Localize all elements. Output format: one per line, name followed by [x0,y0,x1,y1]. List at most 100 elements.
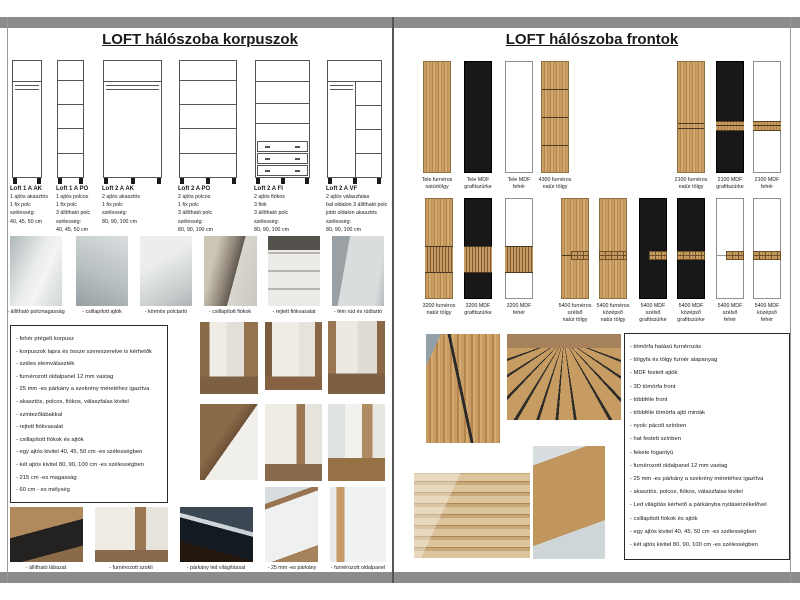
front-panel-2100-furneros [677,61,705,173]
front-label: 5400 MDF szélső grafitszürke [639,303,667,324]
photo-soft-close-hinge [76,236,128,306]
front-label: 2100 MDF grafitszürke [716,177,744,191]
front-panel-3200-furneros [425,198,453,299]
bullet-item: - egy ajtós kivitel 40, 45, 50 cm -es sz… [630,528,757,535]
bullet-item: - rejtett fiókvasalat [16,424,64,431]
front-panel-5400-furneros-kozepso [599,198,627,299]
drawer [257,165,308,176]
bullet-item: - fehér prégelt korpusz [16,336,74,342]
front-panel-5400-mdf-kozepso-grafitszurke [677,198,705,299]
front-label: 2100 furnéros natúr tölgy [674,177,708,191]
front-panel-2100-mdf-feher [753,61,781,173]
front-features-box: - tömörfa hatású furnérozás- tölgyfa és … [624,333,790,560]
cabinet-feet [104,178,161,184]
cabinet-label: Loft 2 A AK 2 ajtós akasztós 1 fix polc … [102,186,140,225]
drawer-stack [257,141,308,176]
bullet-item: - egy ajtós kivitel 40, 45, 50 cm -es sz… [16,449,143,456]
photo-adjustable-shelf [10,236,62,306]
front-panel-5400-mdf-szelso-feher [716,198,744,299]
photo-wardrobe-drawers-open [328,321,385,394]
bottom-caption: - furnérozott szokli [109,565,153,571]
bullet-item: - többféle tömörfa ajtó minták [630,410,706,417]
cabinet-label: Loft 2 A PO 2 ajtós polcos 1 fix polc 3 … [178,186,214,233]
bottom-caption: - párkány led világítással [186,565,246,571]
cabinet-diagram-loft-2-a-vf [327,60,382,178]
photo-metal-rod-holder [332,236,384,306]
front-panel-5400-furneros-szelso [561,198,589,299]
cabinet-feet [58,178,83,184]
feature-caption: - körmös polctartó [144,309,188,315]
bullet-item: - többféle front [630,396,668,403]
bullet-item: - két ajtós kivitel 80, 90, 100 cm -es s… [630,542,758,549]
front-label: 5400 furnéros szélső natúr tölgy [558,303,592,324]
bullet-item: - hat festett színben [630,436,681,443]
front-label: 5400 MDF középső fehér [754,303,780,324]
feature-caption: - fém rúd és rúdtartó [334,309,382,315]
feature-caption: - csillapított ajtók [82,309,122,315]
photo-front-fan-pattern [507,334,621,420]
drawer [257,141,308,152]
photo-veneered-side-panel [330,487,386,562]
left-page-edge [7,17,8,583]
photo-hidden-drawer-slide [268,236,320,306]
bottom-caption: - állítható lábazat [25,565,67,571]
right-page-title: LOFT hálószoba frontok [505,31,679,48]
front-panel-5400-mdf-szelso-grafitszurke [639,198,667,299]
right-page-edge [790,17,791,583]
bullet-item: - 25 mm -es párkány a szekrény méretéhez… [630,476,764,483]
photo-front-woodgrain-doors [414,473,530,558]
cabinet-label: Loft 1 A PO 1 ajtós polcos 1 fix polc 3 … [56,186,91,233]
bullet-item: - 3D tömörfa front [630,383,676,390]
cabinet-diagram-loft-2-a-ak [103,60,162,178]
bullet-item: - 215 cm -es magasság [16,474,77,481]
bullet-item: - furnérozott oldalpanel 12 mm vastag [630,462,728,469]
front-label: Tele MDF grafitszürke [464,177,492,191]
photo-front-door-handle-detail [426,334,500,443]
front-label: 5400 furnéros középső natúr tölgy [596,303,630,324]
front-panel-2100-mdf-grafitszurke [716,61,744,173]
feature-caption: - csillapított fiókok [208,309,252,315]
photo-soft-close-drawers [204,236,257,306]
front-panel-3200-mdf-feher [505,198,533,299]
front-label: 3200 MDF fehér [506,303,532,317]
photo-tall-open-wardrobe [265,404,322,481]
photo-claw-shelf-support [140,236,192,306]
bullet-item: - két ajtós kivitel 80, 90, 100 cm -es s… [16,461,144,468]
front-panel-4300-furneros [541,61,569,173]
bullet-item: - széles elemválaszték [16,361,75,368]
bullet-item: - szintezőlábakkal [16,411,63,418]
cabinet-feet [256,178,309,184]
bullet-item: - Led világítás kérhető a párkányba nyit… [630,502,767,509]
drawer [257,153,308,164]
front-panel-tele-mdf-grafitszurke [464,61,492,173]
front-label: 5400 MDF középső grafitszürke [677,303,705,324]
front-label: Tele furnéros natúrtölgy [421,177,453,191]
cabinet-feet [13,178,41,184]
front-panel-3200-mdf-grafitszurke [464,198,492,299]
photo-wardrobe-shelves-drawers [265,322,322,390]
cabinet-diagram-loft-2-a-po [179,60,237,178]
korpusz-features-box: - fehér prégelt korpusz- korpuszok lapra… [10,325,168,503]
cabinet-label: Loft 1 A AK 1 ajtós akasztós 1 fix polc … [10,186,48,225]
fixed-shelf-line [13,81,41,82]
cabinet-feet [180,178,236,184]
bullet-item: - csillapított fiókok és ajtók [630,515,698,522]
photo-25mm-cornice [265,487,318,562]
front-panel-5400-mdf-kozepso-feher [753,198,781,299]
cabinet-label: Loft 2 A VF 2 ajtós válaszfalas bal olda… [326,186,388,233]
bullet-item: - fekete fogantyú [630,449,674,456]
bullet-item: - MDF festett ajtók [630,370,678,377]
photo-led-cornice-light [180,507,253,562]
front-panel-tele-mdf-feher [505,61,533,173]
bullet-item: - akasztós, polcos, fiókos, válaszfalas … [630,489,743,496]
photo-open-wardrobe-rod [200,322,258,394]
left-page-title: LOFT hálószoba korpuszok [102,31,298,48]
page-divider [392,17,394,583]
bullet-item: - tölgyfa és tölgy furnér alapanyag [630,357,718,364]
bullet-item: - nyolc pácolt színben [630,423,687,430]
front-label: 4300 furnéros natúr tölgy [538,177,572,191]
cabinet-diagram-loft-1-a-ak [12,60,42,178]
photo-veneered-plinth [95,507,168,562]
cabinet-diagram-loft-1-a-po [57,60,84,178]
feature-caption: - rejtett fiókvasalat [272,309,316,315]
